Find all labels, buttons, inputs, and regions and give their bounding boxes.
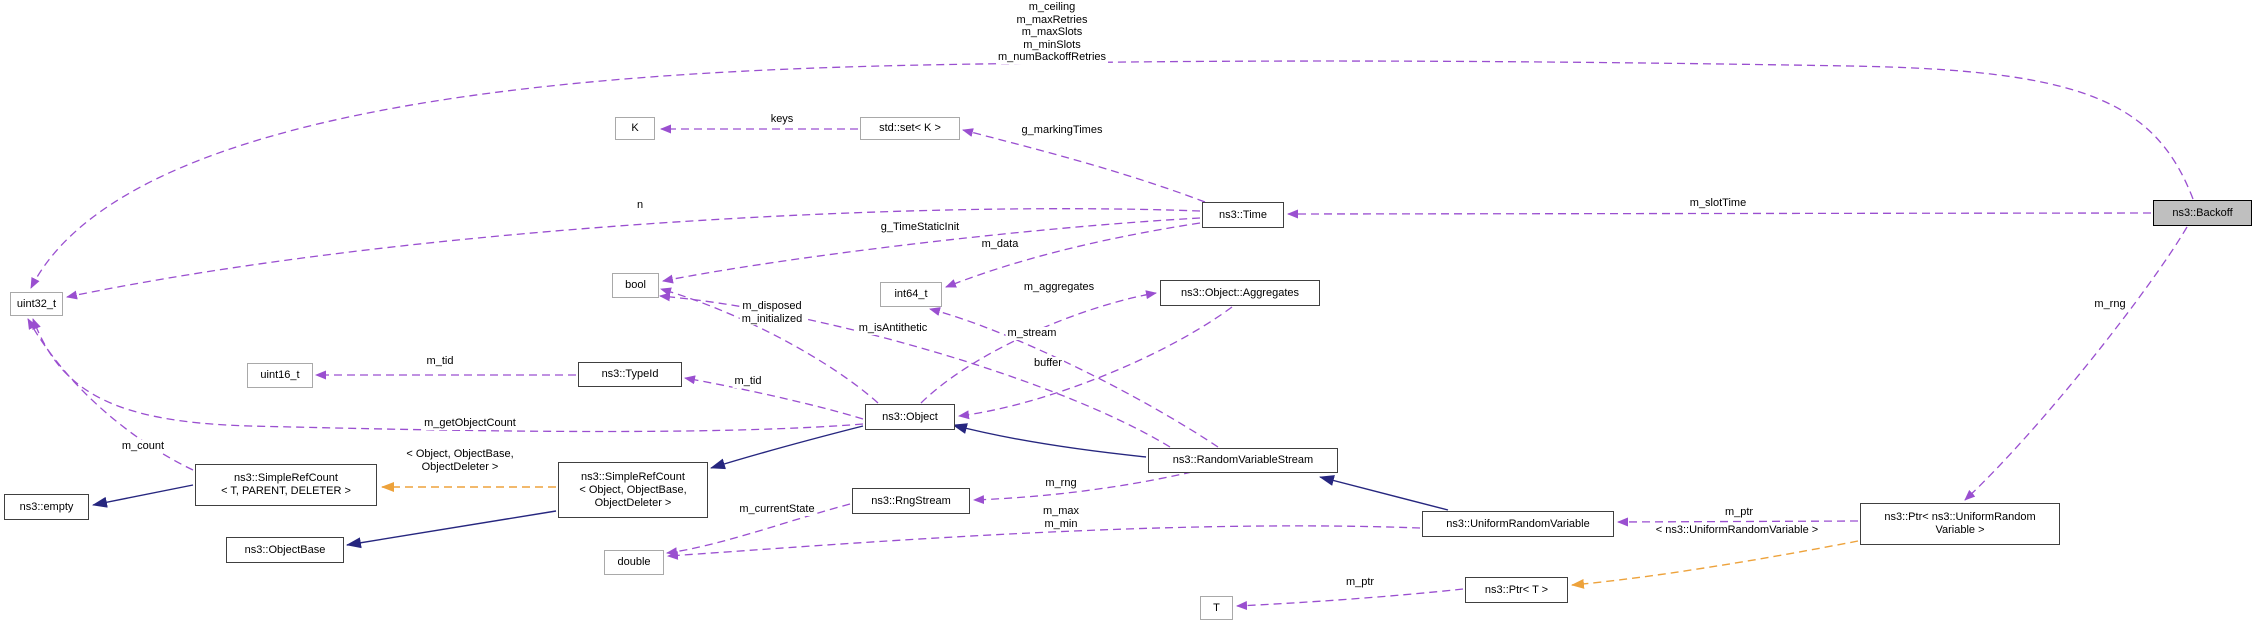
edge-object-to-srcobj-inherit	[710, 425, 864, 470]
edge-label-m-rng-right: m_rng	[2092, 298, 2128, 311]
node-std-set-k: std::set< K >	[860, 117, 960, 140]
edge-backoff-to-time	[1287, 209, 2152, 219]
edge-time-to-set	[962, 128, 1206, 203]
edge-label-n: n	[634, 199, 646, 212]
edge-urv-to-double	[667, 525, 1421, 560]
edge-label-template-ptr: < ns3::UniformRandomVariable >	[1653, 524, 1821, 537]
edge-label-backoff-members: m_ceiling m_maxRetries m_maxSlots m_minS…	[995, 1, 1109, 64]
edge-label-m-ptr-t: m_ptr	[1343, 576, 1377, 589]
node-k: K	[615, 117, 655, 140]
edge-label-m-aggregates: m_aggregates	[1021, 281, 1097, 294]
node-bool: bool	[612, 273, 659, 298]
node-ns3-randomvariablestream[interactable]: ns3::RandomVariableStream	[1148, 448, 1338, 473]
node-ns3-ptr-t[interactable]: ns3::Ptr< T >	[1465, 577, 1568, 603]
edge-label-g-markingtimes: g_markingTimes	[1019, 124, 1105, 137]
node-ns3-simplerefcount-object[interactable]: ns3::SimpleRefCount < Object, ObjectBase…	[558, 462, 708, 518]
edge-label-m-count: m_count	[119, 440, 167, 453]
edge-label-m-max-min: m_max m_min	[1040, 505, 1082, 530]
node-int64-t: int64_t	[880, 282, 942, 307]
edge-label-template-src: < Object, ObjectBase, ObjectDeleter >	[404, 448, 516, 473]
node-ns3-typeid[interactable]: ns3::TypeId	[578, 362, 682, 387]
edge-object-to-bool	[660, 287, 879, 404]
edge-time-to-uint32	[66, 208, 1201, 300]
node-ns3-ptr-uniformrandomvariable[interactable]: ns3::Ptr< ns3::UniformRandom Variable >	[1860, 503, 2060, 545]
edge-srct-to-empty-inherit	[92, 484, 194, 508]
node-ns3-backoff: ns3::Backoff	[2153, 200, 2252, 226]
edge-label-m-isantithetic: m_isAntithetic	[856, 322, 930, 335]
node-t: T	[1200, 596, 1233, 620]
edge-aggregates-to-object	[958, 306, 1233, 420]
node-uint16-t: uint16_t	[247, 363, 313, 388]
edge-rvs-to-int64	[929, 307, 1219, 448]
node-ns3-object-aggregates[interactable]: ns3::Object::Aggregates	[1160, 280, 1320, 306]
node-ns3-objectbase[interactable]: ns3::ObjectBase	[226, 537, 344, 563]
edge-label-g-timestaticinit: g_TimeStaticInit	[878, 221, 962, 234]
edge-label-buffer: buffer	[1032, 357, 1064, 370]
edge-label-m-ptr-urv: m_ptr	[1722, 506, 1756, 519]
edge-ptrurv-to-urv	[1617, 517, 1859, 527]
node-ns3-rngstream[interactable]: ns3::RngStream	[852, 488, 970, 514]
edge-backoff-to-ptrurv	[1964, 226, 2188, 501]
edge-label-m-currentstate: m_currentState	[737, 503, 817, 516]
edge-rvs-to-rngstream	[973, 471, 1193, 505]
edge-label-m-tid-2: m_tid	[732, 375, 764, 388]
edge-srcobj-to-objectbase-inherit	[346, 510, 557, 549]
node-uint32-t: uint32_t	[10, 292, 63, 316]
edge-time-to-bool	[662, 217, 1201, 284]
edge-label-m-data: m_data	[979, 238, 1021, 251]
edge-srct-to-uint32	[27, 318, 194, 471]
node-ns3-empty[interactable]: ns3::empty	[4, 494, 89, 520]
edge-label-m-disposed-initialized: m_disposed m_initialized	[739, 300, 805, 325]
edge-rvs-to-object-inherit	[952, 423, 1147, 458]
node-ns3-time[interactable]: ns3::Time	[1202, 202, 1284, 228]
edge-object-to-uint32	[32, 318, 864, 433]
edge-ptrt-to-t	[1236, 588, 1464, 611]
edge-ptrurv-to-ptrt-template	[1571, 540, 1859, 589]
edge-object-to-typeid	[684, 375, 864, 420]
edge-time-to-int64	[945, 222, 1201, 288]
edge-label-m-getobjectcount: m_getObjectCount	[422, 417, 518, 430]
edge-label-m-slottime: m_slotTime	[1687, 197, 1749, 210]
edge-backoff-to-uint32	[30, 60, 2194, 289]
node-ns3-simplerefcount-t[interactable]: ns3::SimpleRefCount < T, PARENT, DELETER…	[195, 464, 377, 506]
node-ns3-uniformrandomvariable[interactable]: ns3::UniformRandomVariable	[1422, 511, 1614, 537]
node-ns3-object[interactable]: ns3::Object	[865, 404, 955, 430]
edge-label-m-rng-mid: m_rng	[1043, 477, 1079, 490]
edge-rngstream-to-double	[666, 503, 851, 557]
edge-label-m-stream: m_stream	[1005, 327, 1059, 340]
edge-label-keys: keys	[768, 113, 796, 126]
edge-urv-to-rvs-inherit	[1319, 475, 1449, 511]
node-double: double	[604, 550, 664, 575]
edge-label-m-tid-1: m_tid	[424, 355, 456, 368]
